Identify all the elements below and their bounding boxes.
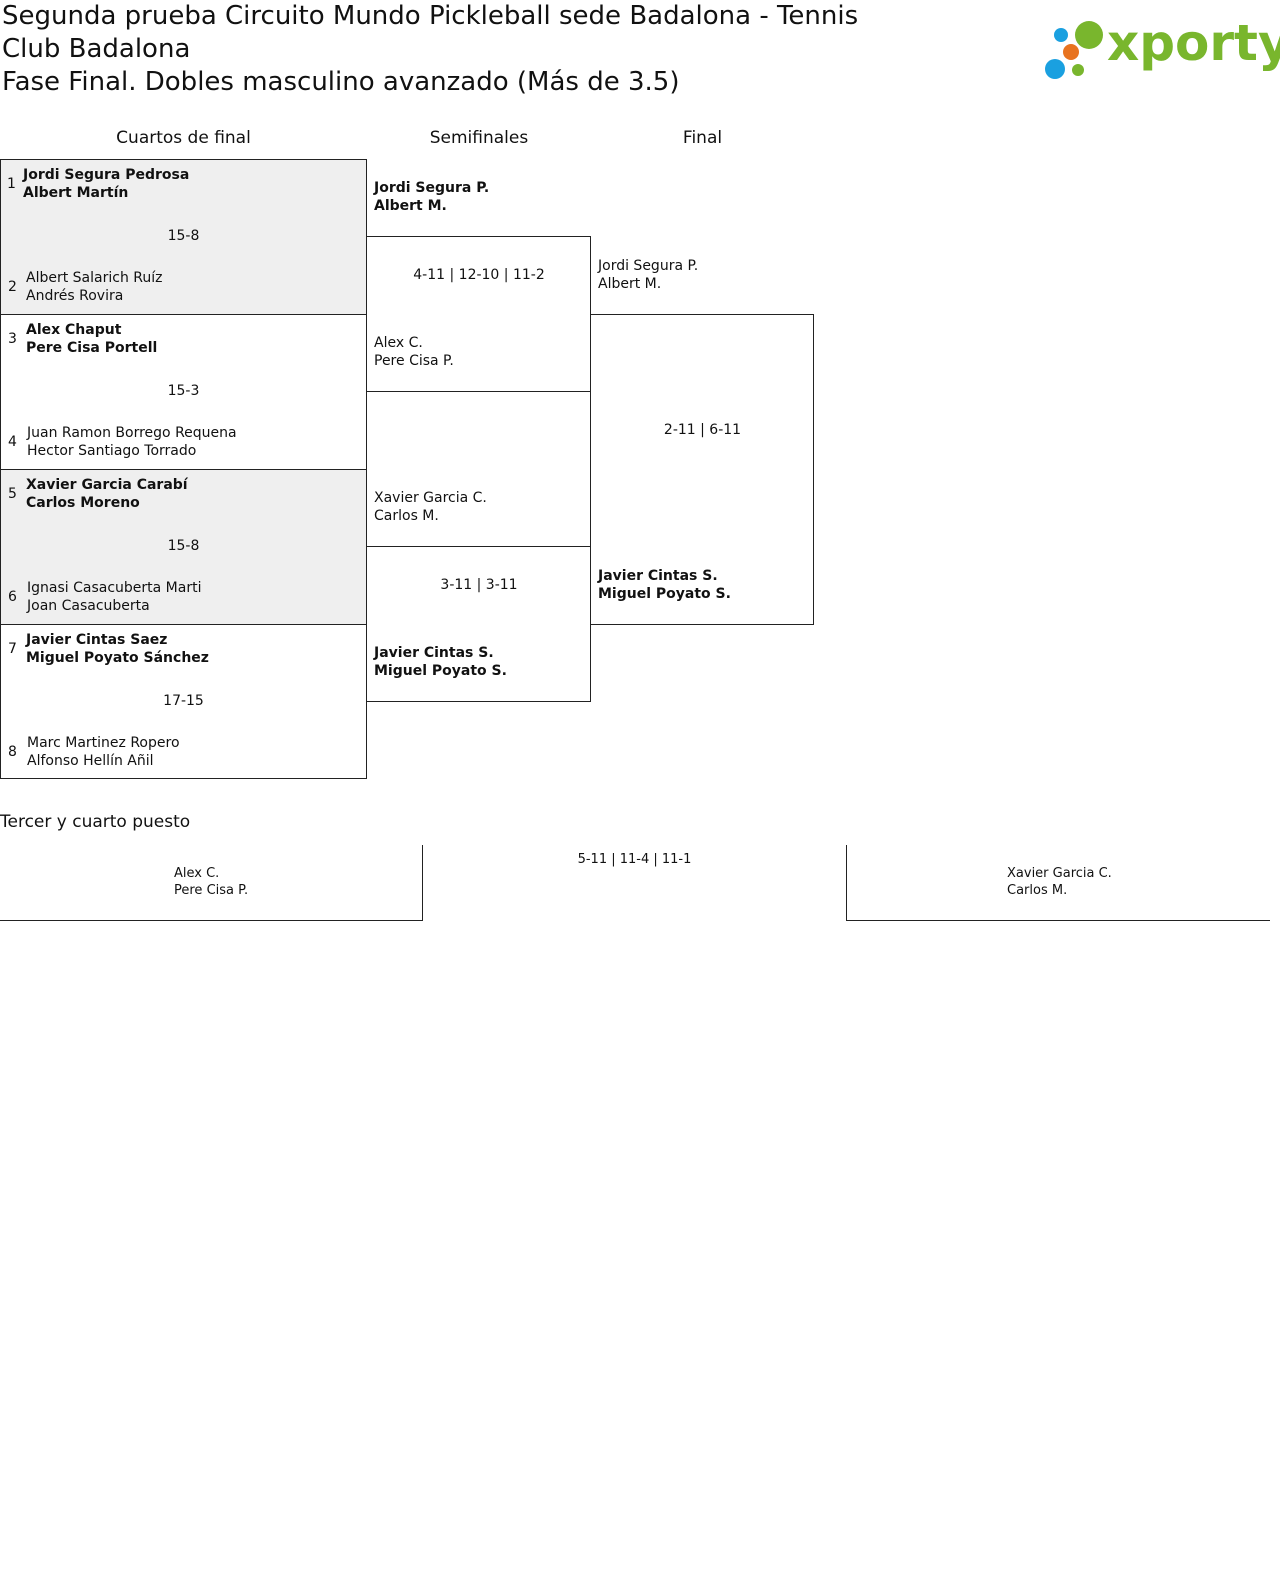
match-score: 4-11 | 12-10 | 11-2 [413, 267, 545, 283]
player-name: Albert Martín [23, 185, 129, 201]
xporty-logo: xporty [1045, 14, 1280, 80]
match-score: 3-11 | 3-11 [440, 577, 518, 593]
quarterfinal-match-1 [0, 159, 367, 315]
player-name: Hector Santiago Torrado [27, 443, 197, 459]
player-name: Carlos Moreno [26, 495, 140, 511]
team-loser: Alex C. Pere Cisa P. [374, 334, 454, 370]
match-score: 5-11 | 11-4 | 11-1 [577, 852, 692, 867]
team-loser: Jordi Segura P. Albert M. [598, 257, 698, 293]
team-winner: Jordi Segura P. Albert M. [374, 179, 489, 215]
player-name: Javier Cintas S. [374, 645, 494, 661]
round-header-final: Final [682, 128, 723, 148]
player-name: Miguel Poyato Sánchez [26, 650, 209, 666]
seed-number: 7 [8, 641, 17, 657]
player-name: Miguel Poyato S. [598, 586, 731, 602]
player-name: Miguel Poyato S. [374, 663, 507, 679]
player-name: Jordi Segura Pedrosa [23, 167, 190, 183]
player-name: Alfonso Hellín Añil [27, 753, 154, 769]
title-line-3: Fase Final. Dobles masculino avanzado (M… [2, 67, 680, 97]
title-line-1: Segunda prueba Circuito Mundo Pickleball… [2, 1, 859, 31]
player-name: Albert Salarich Ruíz [26, 270, 163, 286]
logo-dot-green-small [1072, 64, 1084, 76]
match-score: 15-8 [167, 228, 200, 244]
player-name: Xavier Garcia Carabí [26, 477, 188, 493]
seed-number: 8 [8, 744, 17, 760]
player-name: Joan Casacuberta [27, 598, 150, 614]
player-name: Alex C. [174, 866, 220, 881]
player-name: Andrés Rovira [26, 288, 124, 304]
team-winner: Javier Cintas S. Miguel Poyato S. [598, 567, 731, 603]
team-loser: Juan Ramon Borrego Requena Hector Santia… [27, 424, 237, 460]
match-score: 15-3 [167, 383, 200, 399]
team-third-left: Alex C. Pere Cisa P. [174, 865, 248, 899]
match-score: 17-15 [163, 693, 204, 709]
team-loser: Ignasi Casacuberta Marti Joan Casacubert… [27, 579, 201, 615]
page-title: Segunda prueba Circuito Mundo Pickleball… [2, 0, 902, 99]
team-winner: Javier Cintas Saez Miguel Poyato Sánchez [26, 631, 209, 667]
player-name: Carlos M. [374, 508, 439, 524]
seed-number: 6 [8, 589, 17, 605]
logo-dot-blue-small [1054, 28, 1068, 42]
round-header-semis: Semifinales [429, 128, 529, 148]
player-name: Alex Chaput [26, 322, 122, 338]
team-winner: Xavier Garcia Carabí Carlos Moreno [26, 476, 188, 512]
seed-number: 1 [7, 176, 16, 192]
seed-number: 3 [8, 331, 17, 347]
seed-number: 5 [8, 486, 17, 502]
third-place-right-bracket [846, 845, 1270, 921]
match-score: 2-11 | 6-11 [663, 422, 742, 438]
round-header-quarters: Cuartos de final [116, 128, 251, 148]
seed-number: 4 [8, 434, 17, 450]
seed-number: 2 [8, 279, 17, 295]
player-name: Xavier Garcia C. [374, 490, 487, 506]
player-name: Pere Cisa P. [174, 883, 249, 898]
quarterfinal-match-3 [0, 469, 367, 625]
final-match [590, 314, 814, 625]
logo-wordmark: xporty [1107, 14, 1280, 72]
player-name: Alex C. [374, 335, 423, 351]
title-line-2: Club Badalona [2, 34, 191, 64]
player-name: Juan Ramon Borrego Requena [27, 425, 237, 441]
logo-dot-blue [1045, 59, 1065, 79]
player-name: Pere Cisa P. [374, 353, 454, 369]
team-loser: Albert Salarich Ruíz Andrés Rovira [26, 269, 162, 305]
third-place-left-bracket [0, 845, 423, 921]
team-loser: Xavier Garcia C. Carlos M. [374, 489, 487, 525]
player-name: Jordi Segura P. [598, 258, 699, 274]
logo-dot-green [1075, 21, 1103, 49]
team-loser: Marc Martinez Ropero Alfonso Hellín Añil [27, 734, 180, 770]
player-name: Pere Cisa Portell [26, 340, 158, 356]
player-name: Albert M. [374, 198, 447, 214]
player-name: Xavier Garcia C. [1007, 866, 1112, 881]
player-name: Albert M. [598, 276, 662, 292]
team-winner: Alex Chaput Pere Cisa Portell [26, 321, 157, 357]
player-name: Marc Martinez Ropero [27, 735, 180, 751]
logo-dot-orange [1063, 44, 1079, 60]
third-place-heading: Tercer y cuarto puesto [0, 812, 191, 832]
player-name: Ignasi Casacuberta Marti [27, 580, 202, 596]
team-third-right: Xavier Garcia C. Carlos M. [1007, 865, 1112, 899]
player-name: Carlos M. [1007, 883, 1068, 898]
player-name: Jordi Segura P. [374, 180, 490, 196]
player-name: Javier Cintas S. [598, 568, 718, 584]
team-winner: Javier Cintas S. Miguel Poyato S. [374, 644, 507, 680]
match-score: 15-8 [167, 538, 200, 554]
player-name: Javier Cintas Saez [26, 632, 168, 648]
team-winner: Jordi Segura Pedrosa Albert Martín [23, 166, 189, 202]
